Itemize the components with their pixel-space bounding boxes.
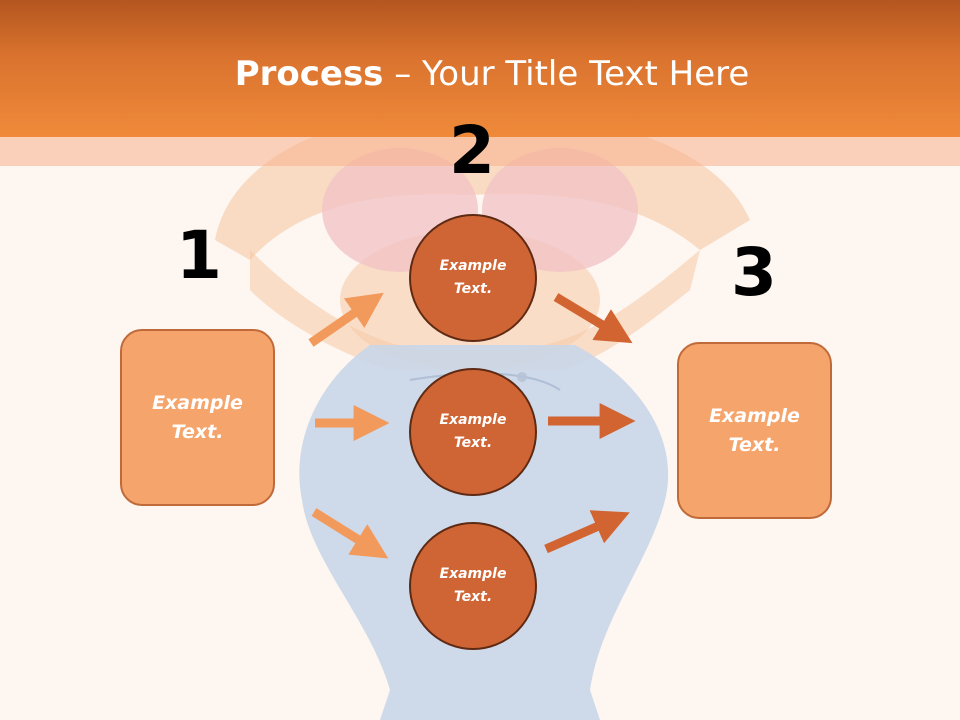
step-1-box: Example Text. <box>120 329 275 506</box>
circle-middle-text-line1: Example <box>439 412 507 428</box>
title-bar-band <box>0 137 960 166</box>
circle-top-text-line2: Text. <box>453 281 493 297</box>
step-1-text-line2: Text. <box>171 420 224 443</box>
step-3-text-line1: Example <box>709 404 800 427</box>
arrow-left-top <box>308 292 384 347</box>
slide-title-bold: Process <box>234 54 384 94</box>
step-3-text-line2: Text. <box>728 433 781 456</box>
circle-top-text-line1: Example <box>439 258 507 274</box>
step-3-box: Example Text. <box>677 342 832 519</box>
circle-middle-text-line2: Text. <box>453 435 493 451</box>
slide-title: Process – Your Title Text Here <box>0 52 960 96</box>
step-2-circle-middle: Example Text. <box>409 368 537 496</box>
arrow-right-top <box>553 293 633 344</box>
step-number-1: 1 <box>176 217 222 294</box>
circle-bottom-text-line2: Text. <box>453 589 493 605</box>
step-1-text-line1: Example <box>152 391 243 414</box>
step-2-circle-bottom: Example Text. <box>409 522 537 650</box>
step-2-circle-top: Example Text. <box>409 214 537 342</box>
arrow-left-bottom <box>311 508 389 559</box>
title-bar <box>0 0 960 137</box>
step-number-2: 2 <box>449 112 495 189</box>
slide-title-rest: – Your Title Text Here <box>383 54 750 94</box>
arrow-right-bottom <box>544 510 630 554</box>
circle-bottom-text-line1: Example <box>439 566 507 582</box>
step-number-3: 3 <box>731 234 777 311</box>
